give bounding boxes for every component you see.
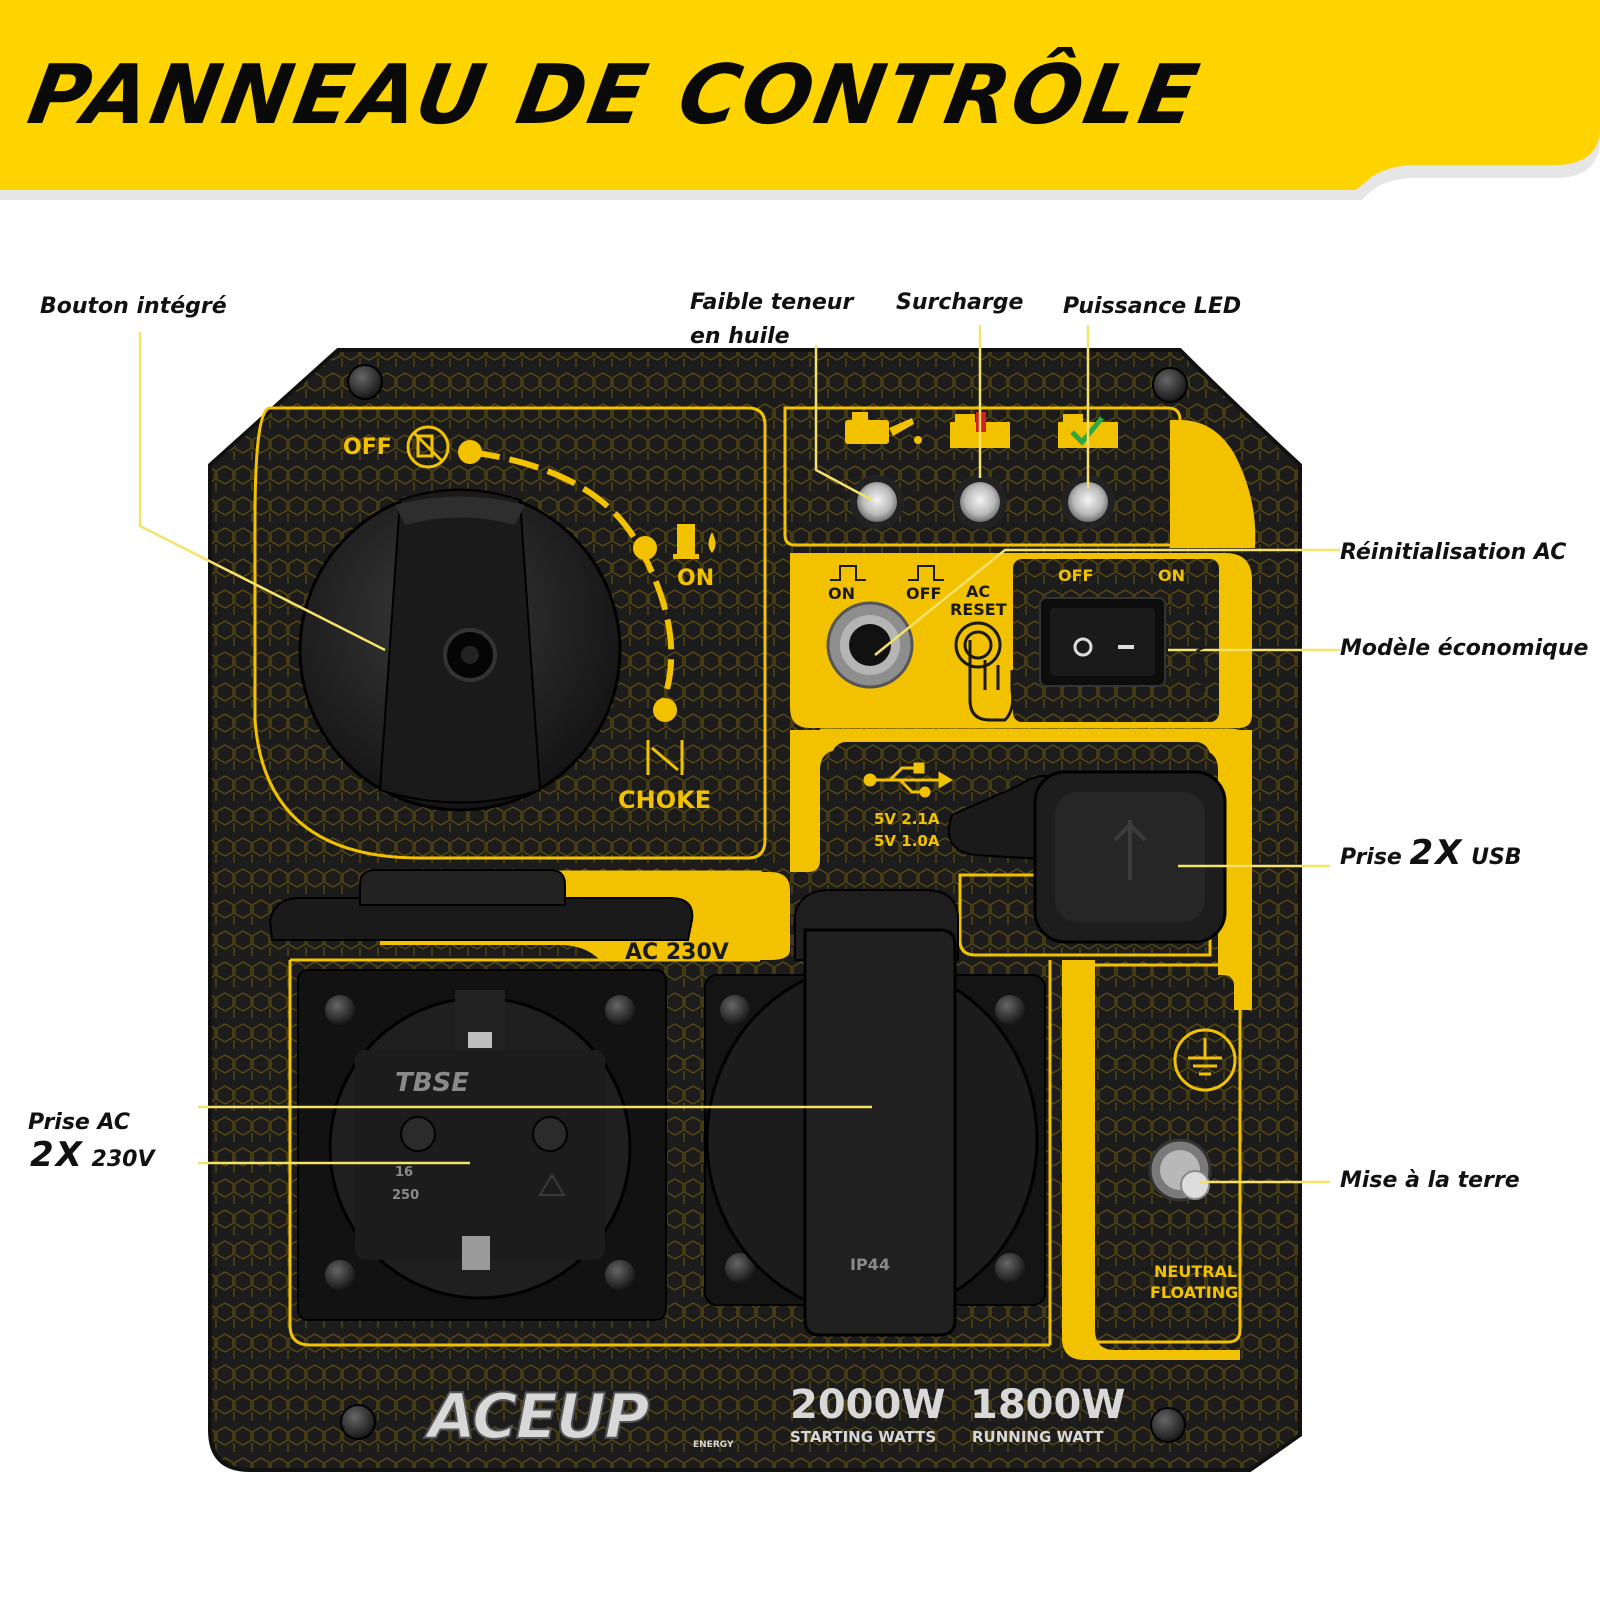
ac-socket-left[interactable]: [268, 869, 694, 1321]
ac-reset-button[interactable]: [826, 601, 914, 689]
running-watts-value: 1800W: [970, 1382, 1126, 1428]
callout-led-power: Puissance LED: [1063, 294, 1242, 319]
ground-icon: [1173, 1028, 1237, 1092]
brand-sub: ENERGY: [693, 1440, 734, 1450]
callout-usb-suffix: USB: [1471, 845, 1522, 870]
dial-choke-label: CHOKE: [618, 786, 712, 814]
oil-can-icon: [845, 412, 922, 444]
breaker-pulse-icons: [830, 565, 944, 581]
breaker-on-label: ON: [828, 584, 855, 603]
running-watts-label: RUNNING WATT: [972, 1428, 1104, 1446]
press-finger-icon: [954, 621, 1015, 722]
brand-logo: ACEUP: [427, 1379, 651, 1454]
callout-eco-mode: Modèle économique: [1340, 636, 1589, 661]
callout-ac-outlet-line2: 2X 230V: [30, 1138, 155, 1175]
neutral-label-line2: FLOATING: [1150, 1283, 1239, 1302]
callout-ac-outlet-line1: Prise AC: [28, 1110, 131, 1135]
socket-brand: TBSE: [395, 1068, 470, 1098]
callout-ac-reset: Réinitialisation AC: [1340, 540, 1567, 565]
usb-port-cover[interactable]: [947, 770, 1227, 944]
ip-rating: IP44: [850, 1255, 890, 1274]
no-fuel-icon: [406, 425, 450, 469]
callout-lines: [138, 325, 1340, 1184]
dial-off-label: OFF: [343, 435, 392, 460]
usb-icon: [863, 762, 953, 798]
callout-usb-prefix: Prise: [1340, 845, 1402, 870]
usb-rating-2: 5V 1.0A: [874, 832, 940, 850]
neutral-label-line1: NEUTRAL: [1154, 1262, 1238, 1281]
eco-off-label: OFF: [1058, 566, 1094, 585]
callout-ac-outlet-count: 2X: [30, 1135, 84, 1175]
callout-overload: Surcharge: [896, 290, 1024, 315]
ac-reset-label-line2: RESET: [950, 600, 1007, 619]
usb-rating-1: 5V 2.1A: [874, 810, 940, 828]
led-oil: [850, 475, 904, 529]
side-zone-fill: [1170, 420, 1256, 548]
banner-shape: [0, 0, 1600, 200]
starting-watts-value: 2000W: [790, 1382, 946, 1428]
callout-usb: Prise 2X USB: [1340, 836, 1522, 873]
callout-oil-low-line2: en huile: [690, 324, 790, 349]
header-banner: PANNEAU DE CONTRÔLE: [0, 0, 1600, 200]
ac-reset-label-line1: AC: [966, 582, 991, 601]
ground-terminal[interactable]: [1148, 1138, 1212, 1202]
callout-ground: Mise à la terre: [1340, 1168, 1520, 1193]
eco-mode-switch[interactable]: [1039, 597, 1166, 687]
breaker-off-label: OFF: [906, 584, 942, 603]
eco-on-label: ON: [1158, 566, 1185, 585]
callout-oil-low-line1: Faible teneur: [690, 290, 854, 315]
panel-screws: [340, 364, 1188, 1443]
eco-mode-vertical-label: ECO MODE: [1190, 604, 1208, 694]
starting-watts-label: STARTING WATTS: [790, 1428, 937, 1446]
led-power: [1061, 475, 1115, 529]
ground-zone-fill: [1062, 960, 1240, 1360]
callout-ac-outlet-voltage: 230V: [91, 1147, 155, 1172]
choke-icon: [646, 740, 684, 775]
dial-on-label: ON: [677, 566, 715, 591]
ac-voltage-label: AC 230V: [625, 940, 729, 965]
callout-start-button: Bouton intégré: [40, 294, 227, 319]
start-knob[interactable]: [298, 488, 622, 812]
led-overload: [953, 475, 1007, 529]
callout-usb-count: 2X: [1409, 833, 1464, 873]
socket-rating-1: 16: [395, 1165, 414, 1180]
dial-arc: [458, 440, 677, 722]
socket-rating-2: 250: [392, 1188, 420, 1203]
ac-socket-right[interactable]: [704, 889, 1046, 1337]
fuel-pump-icon: [673, 524, 716, 559]
